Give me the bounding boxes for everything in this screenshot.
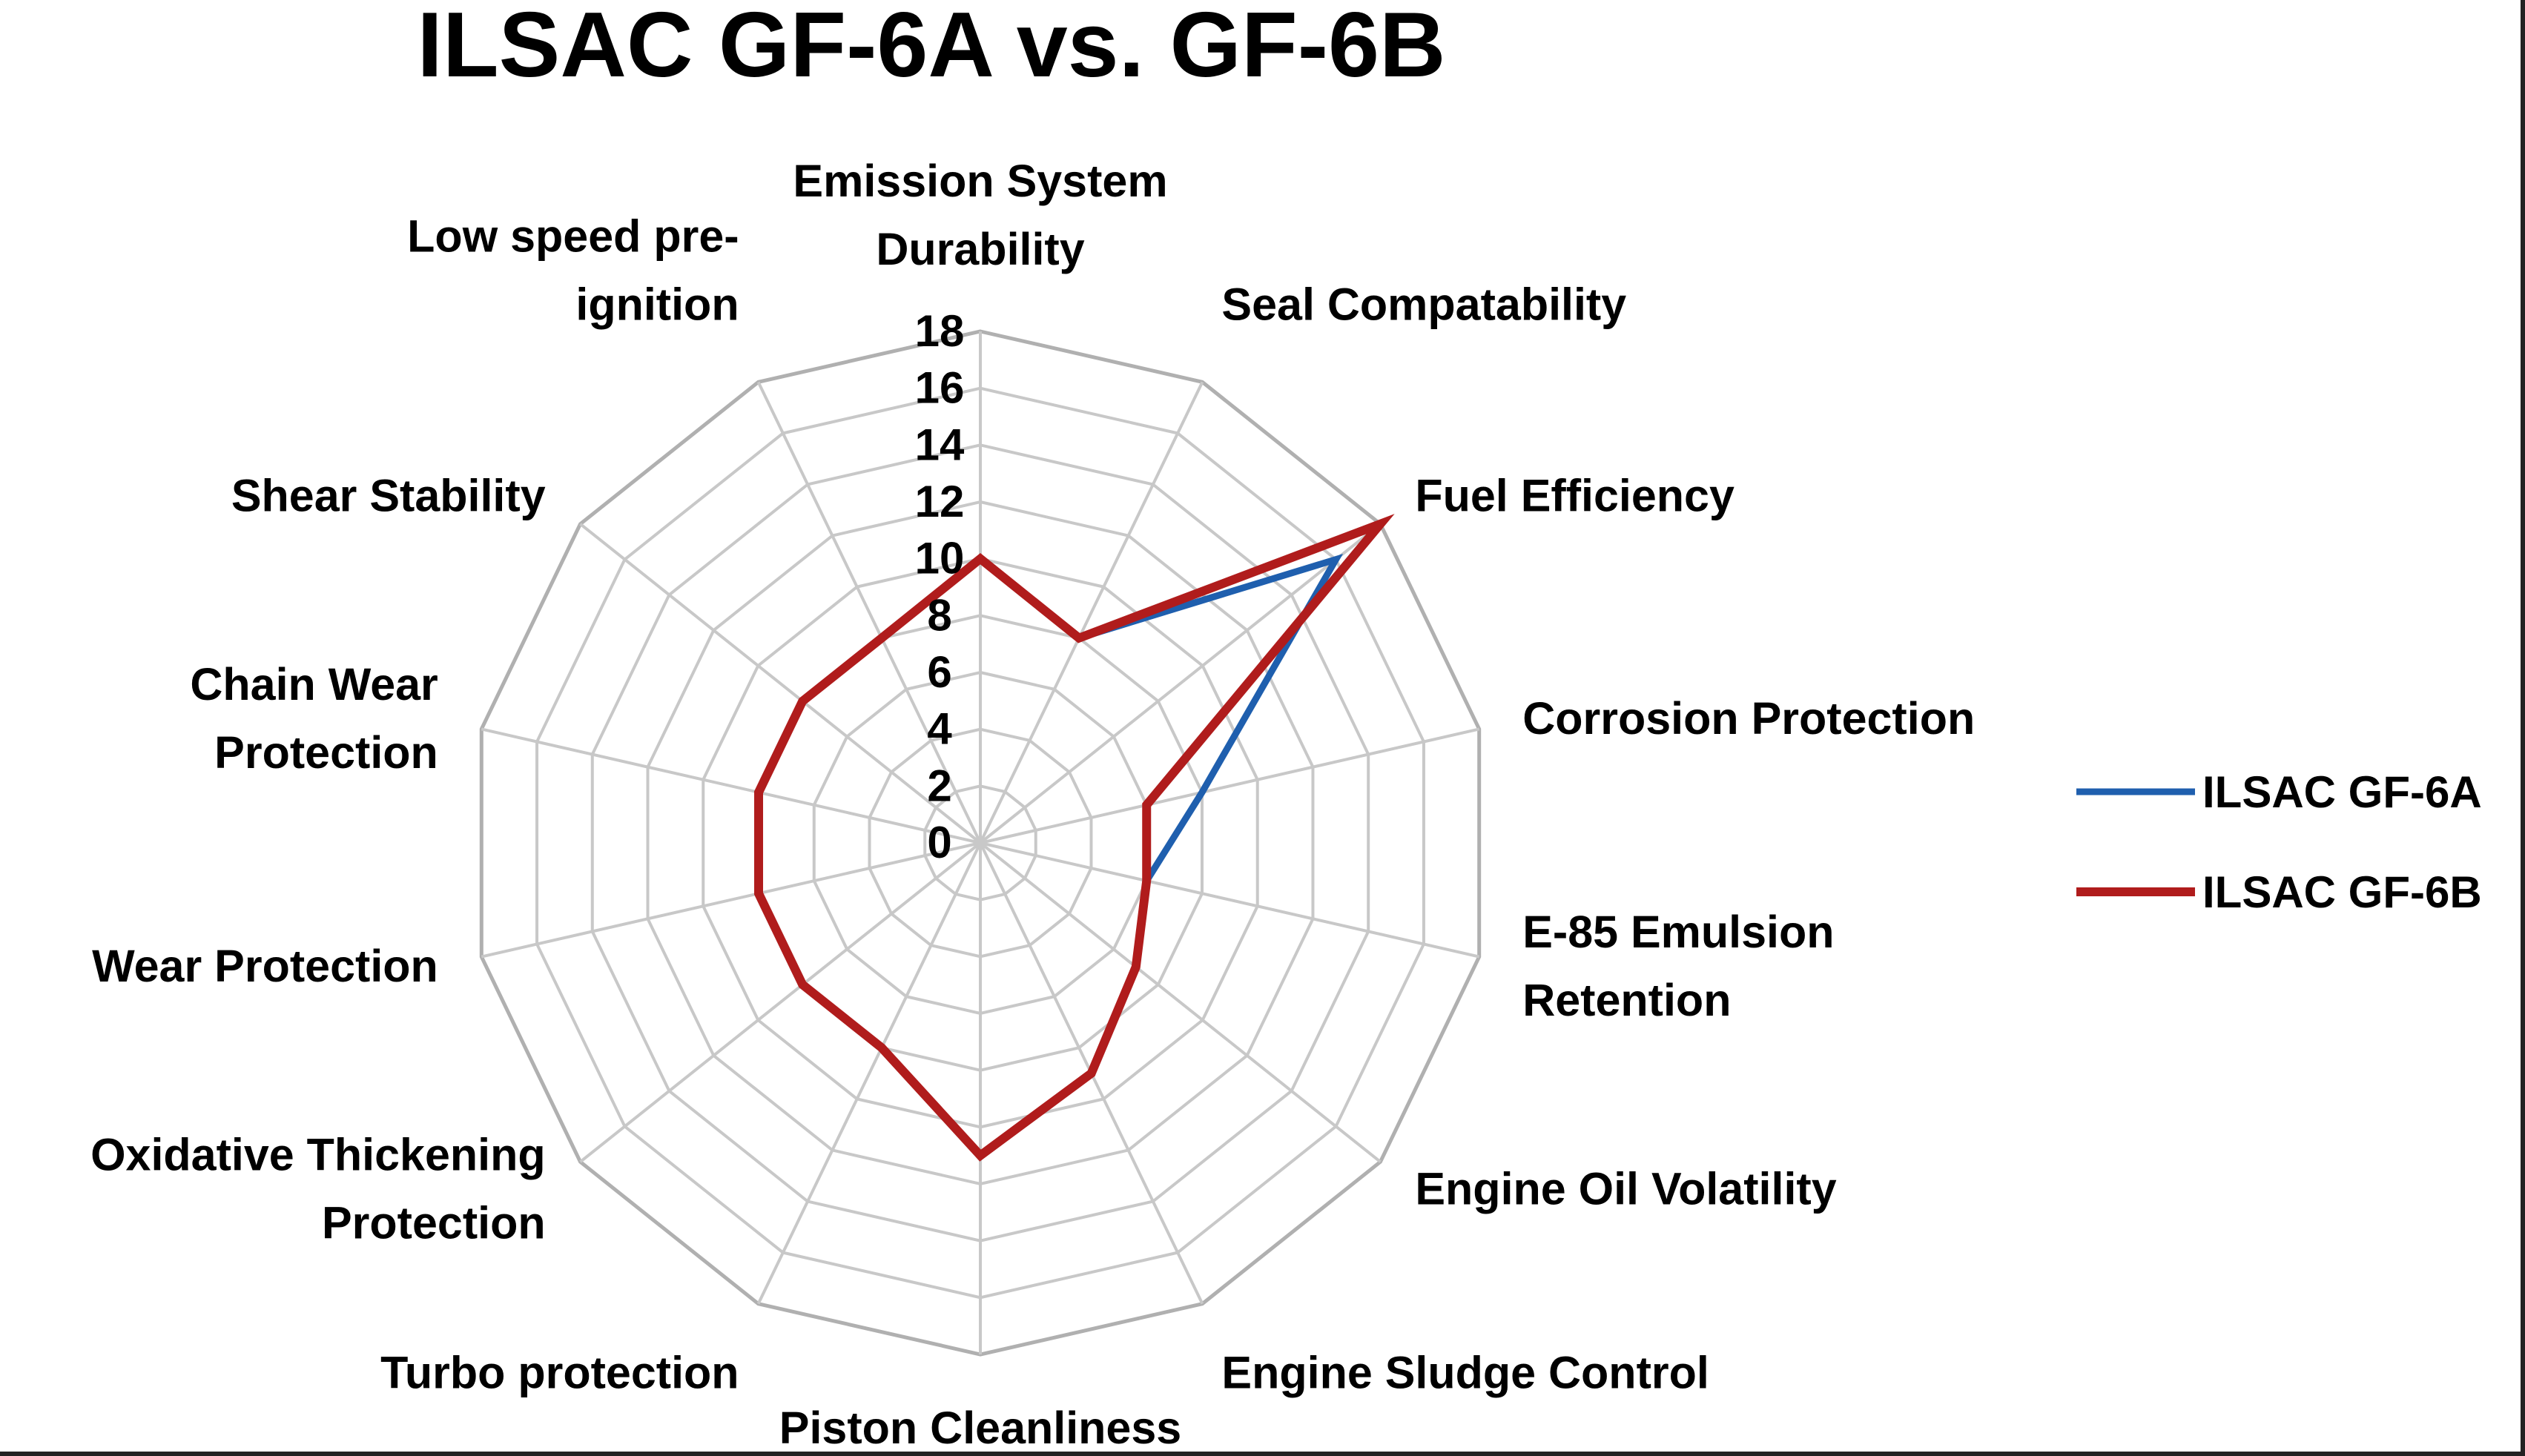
legend: ILSAC GF-6A ILSAC GF-6B <box>2076 767 2482 917</box>
tick-label-2: 2 <box>927 761 951 810</box>
tick-label-8: 8 <box>927 590 951 640</box>
radar-series <box>754 514 1395 1162</box>
axis-spoke-11 <box>481 727 981 844</box>
axis-label-12: Shear Stability <box>231 470 546 520</box>
chart-title: ILSAC GF-6A vs. GF-6B <box>417 0 1445 96</box>
tick-label-16: 16 <box>915 363 965 413</box>
tick-label-4: 4 <box>927 704 952 754</box>
axis-label-6: Engine Sludge Control <box>1221 1348 1709 1398</box>
legend-label-gf-6a: ILSAC GF-6A <box>2202 767 2482 817</box>
tick-label-10: 10 <box>915 534 965 583</box>
axis-spoke-1 <box>979 381 1204 844</box>
axis-spoke-4 <box>980 841 1480 959</box>
axis-spoke-9 <box>579 841 982 1163</box>
axis-spoke-13 <box>756 381 982 844</box>
axis-spoke-12 <box>579 523 982 844</box>
tick-label-14: 14 <box>915 420 965 469</box>
axis-label-7: Piston Cleanliness <box>779 1403 1181 1453</box>
axis-label-13: Low speed pre-ignition <box>407 211 739 329</box>
axis-label-8: Turbo protection <box>380 1348 739 1398</box>
axis-spoke-2 <box>979 523 1382 844</box>
axis-label-10: Wear Protection <box>92 941 438 991</box>
axis-label-3: Corrosion Protection <box>1522 693 1975 744</box>
axis-spoke-5 <box>979 841 1382 1163</box>
axis-label-5: Engine Oil Volatility <box>1415 1164 1836 1214</box>
axis-spoke-10 <box>481 841 981 959</box>
axis-label-2: Fuel Efficiency <box>1415 470 1735 520</box>
tick-label-18: 18 <box>915 306 965 356</box>
radial-tick-labels: 0 2 4 6 8 10 12 14 16 18 <box>915 306 965 867</box>
tick-label-0: 0 <box>927 818 951 867</box>
radar-grid <box>479 329 1482 1357</box>
series-line-gf-6b <box>754 514 1395 1162</box>
axis-spoke-3 <box>980 727 1480 844</box>
axis-label-1: Seal Compatability <box>1221 279 1626 329</box>
tick-label-6: 6 <box>927 647 951 697</box>
legend-label-gf-6b: ILSAC GF-6B <box>2202 867 2482 917</box>
axis-spoke-8 <box>756 842 982 1305</box>
tick-label-12: 12 <box>915 477 965 526</box>
